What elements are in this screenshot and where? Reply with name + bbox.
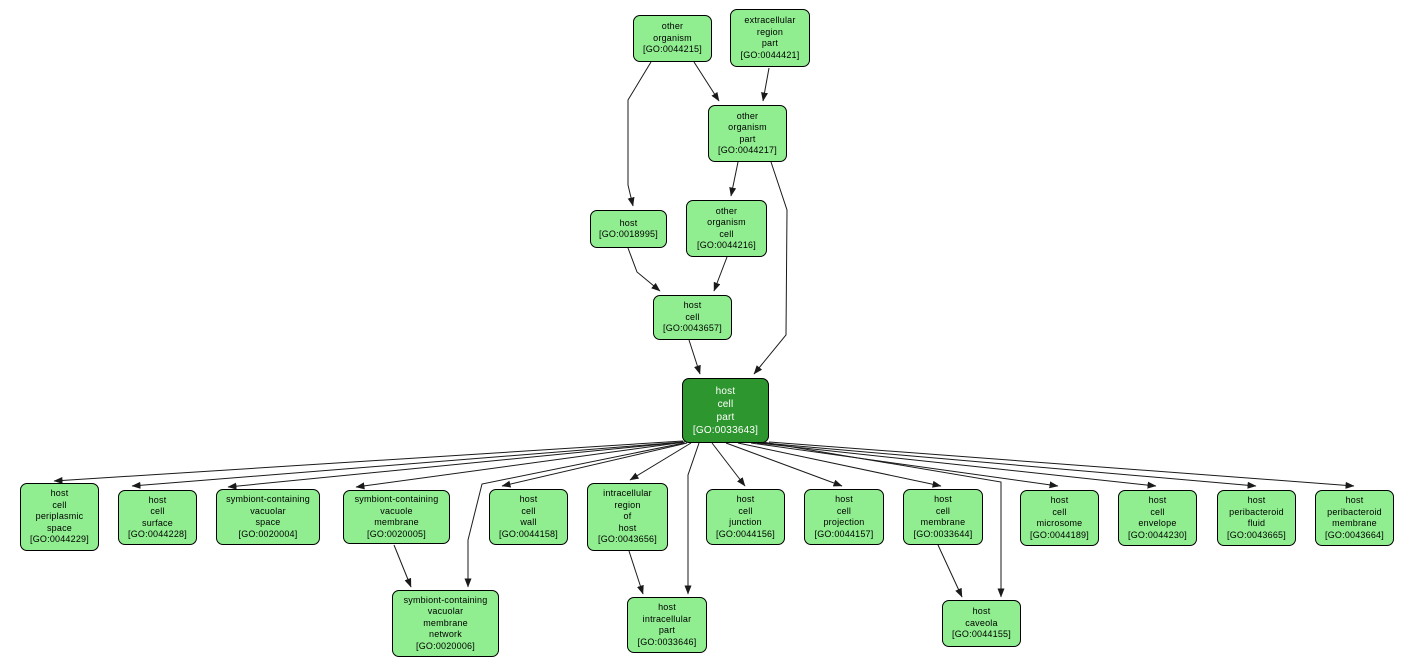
- edge-other-organism-part-to-host-cell-part: [753, 161, 788, 375]
- edge-intracellular-region-of-host-to-host-intracellular-part: [628, 550, 644, 595]
- node-host-peribacteroid-fluid[interactable]: host peribacteroid fluid [GO:0043665]: [1217, 490, 1296, 546]
- node-host-cell-junction[interactable]: host cell junction [GO:0044156]: [706, 489, 785, 545]
- edge-host-cell-membrane-to-host-caveola: [937, 544, 963, 598]
- edge-host-cell-part-to-host-cell-periplasmic-space: [53, 440, 684, 484]
- edge-host-cell-part-to-host-peribacteroid-membrane: [768, 441, 1355, 489]
- node-host-cell-membrane[interactable]: host cell membrane [GO:0033644]: [903, 489, 983, 545]
- edge-host-cell-part-to-host-caveola: [756, 440, 1005, 598]
- node-host-cell-periplasmic-space[interactable]: host cell periplasmic space [GO:0044229]: [20, 483, 99, 551]
- edge-host-cell-part-to-host-cell-projection: [725, 442, 843, 487]
- edge-host-cell-part-to-host-cell-membrane: [737, 442, 942, 488]
- node-symbiont-containing-vacuole-membrane[interactable]: symbiont-containing vacuole membrane [GO…: [343, 490, 450, 544]
- edge-other-organism-to-host: [627, 61, 652, 207]
- node-other-organism-part[interactable]: other organism part [GO:0044217]: [708, 105, 787, 162]
- edge-host-cell-part-to-host-cell-surface: [131, 441, 684, 489]
- edge-host-to-host-cell: [627, 247, 661, 292]
- edge-other-organism-part-to-other-organism-cell: [729, 161, 739, 197]
- node-host-cell-surface[interactable]: host cell surface [GO:0044228]: [118, 490, 197, 545]
- node-host[interactable]: host [GO:0018995]: [590, 210, 667, 248]
- node-extracellular-region-part[interactable]: extracellular region part [GO:0044421]: [730, 9, 810, 67]
- node-other-organism[interactable]: other organism [GO:0044215]: [633, 15, 712, 62]
- edge-host-cell-part-to-host-intracellular-part: [684, 442, 700, 595]
- edge-other-organism-cell-to-host-cell: [713, 256, 728, 292]
- node-host-cell-envelope[interactable]: host cell envelope [GO:0044230]: [1118, 490, 1197, 546]
- edge-host-cell-part-to-symbiont-containing-vacuolar-membrane-network: [464, 442, 685, 588]
- node-host-cell-microsome[interactable]: host cell microsome [GO:0044189]: [1020, 490, 1099, 546]
- node-symbiont-containing-vacuolar-space[interactable]: symbiont-containing vacuolar space [GO:0…: [216, 489, 320, 545]
- edge-symbiont-containing-vacuole-membrane-to-network: [393, 544, 412, 588]
- edge-host-cell-part-to-host-peribacteroid-fluid: [762, 442, 1257, 489]
- edge-host-cell-part-to-host-cell-wall: [501, 442, 688, 488]
- node-host-caveola[interactable]: host caveola [GO:0044155]: [942, 600, 1021, 647]
- edge-host-cell-to-host-cell-part: [688, 339, 701, 375]
- node-host-intracellular-part[interactable]: host intracellular part [GO:0033646]: [627, 597, 707, 653]
- edge-host-cell-part-to-host-cell-envelope: [756, 442, 1157, 489]
- node-intracellular-region-of-host[interactable]: intracellular region of host [GO:0043656…: [587, 483, 668, 551]
- edge-extracellular-region-part-to-other-organism-part: [761, 67, 770, 102]
- edge-host-cell-part-to-host-cell-junction: [711, 442, 746, 487]
- node-host-cell-part[interactable]: host cell part [GO:0033643]: [682, 378, 769, 443]
- node-host-peribacteroid-membrane[interactable]: host peribacteroid membrane [GO:0043664]: [1315, 490, 1394, 546]
- edge-host-cell-part-to-symbiont-containing-vacuolar-space: [227, 441, 685, 490]
- node-symbiont-containing-vacuolar-membrane-network[interactable]: symbiont-containing vacuolar membrane ne…: [392, 590, 499, 657]
- edge-host-cell-part-to-symbiont-containing-vacuole-membrane: [355, 441, 686, 490]
- node-other-organism-cell[interactable]: other organism cell [GO:0044216]: [686, 200, 767, 257]
- edge-host-cell-part-to-host-cell-microsome: [750, 442, 1059, 489]
- node-host-cell-projection[interactable]: host cell projection [GO:0044157]: [804, 489, 884, 545]
- node-host-cell[interactable]: host cell [GO:0043657]: [653, 295, 732, 340]
- edge-other-organism-to-other-organism-part: [693, 61, 720, 102]
- node-host-cell-wall[interactable]: host cell wall [GO:0044158]: [489, 489, 568, 545]
- edge-host-cell-part-to-intracellular-region-of-host: [629, 442, 692, 481]
